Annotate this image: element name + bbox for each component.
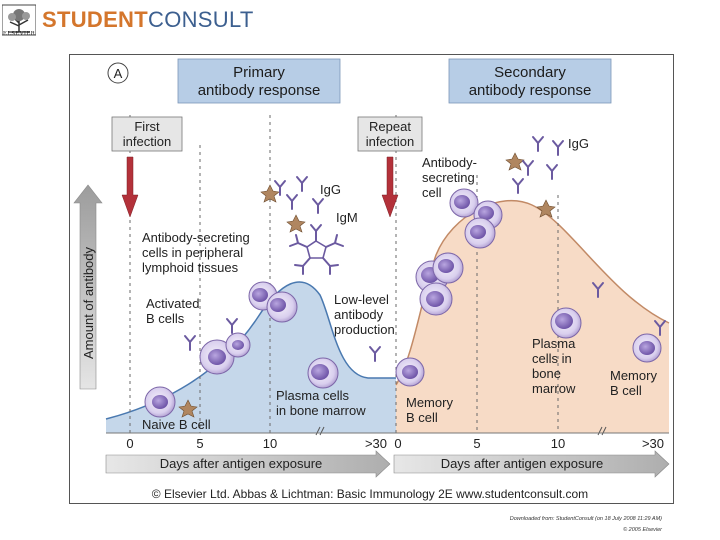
repeat-infection-arrow	[381, 156, 399, 218]
plasma-cell-left	[307, 357, 339, 389]
immunology-figure: Amount of antibody Primary antibody resp…	[69, 54, 674, 504]
label-memory-right-1: Memory	[610, 368, 657, 383]
elsevier-wordmark: ELSEVIER	[2, 31, 36, 37]
primary-response-area	[106, 281, 396, 433]
x-axis-label-right: Days after antigen exposure	[441, 456, 604, 471]
label-plasma-right-1: Plasma	[532, 336, 576, 351]
label-ab-secreting-right-3: cell	[422, 185, 442, 200]
footer-copyright-text: © 2005 Elsevier	[623, 527, 662, 533]
tick-right-5: 5	[473, 436, 480, 451]
primary-title-line2: antibody response	[198, 82, 321, 99]
label-ab-secreting-right-1: Antibody-	[422, 155, 477, 170]
first-infection-line1: First	[134, 119, 160, 134]
label-memory-left-1: Memory	[406, 395, 453, 410]
label-activated-b-line1: Activated	[146, 296, 199, 311]
secondary-title-line1: Secondary	[494, 64, 566, 81]
tick-right-10: 10	[551, 436, 565, 451]
label-ab-secreting-1: Antibody-secreting	[142, 230, 250, 245]
label-low-level-2: antibody	[334, 307, 384, 322]
first-infection-arrow	[121, 156, 139, 218]
naive-b-cell	[144, 386, 176, 418]
first-infection-box	[111, 116, 183, 152]
memory-b-cell-right	[632, 333, 662, 363]
header-bar: ELSEVIER STUDENTCONSULT	[0, 0, 720, 44]
repeat-infection-line2: infection	[366, 134, 414, 149]
label-plasma-right-3: bone	[532, 366, 561, 381]
elsevier-tree-logo	[2, 4, 36, 36]
igg-antibodies	[184, 136, 666, 362]
label-ab-secreting-2: cells in peripheral	[142, 245, 243, 260]
x-axis-arrow-right	[393, 450, 670, 478]
secondary-response-area	[396, 200, 669, 433]
axis-break-marks	[315, 426, 607, 436]
primary-title-box	[177, 58, 341, 104]
x-axis-arrow-left	[105, 450, 391, 478]
brand-consult: CONSULT	[148, 7, 254, 32]
label-memory-left-2: B cell	[406, 410, 438, 425]
y-axis-label: Amount of antibody	[81, 246, 96, 359]
label-memory-right-2: B cell	[610, 383, 642, 398]
panel-label-circle	[107, 62, 129, 84]
label-plasma-right-4: marrow	[532, 381, 576, 396]
x-axis-label-left: Days after antigen exposure	[160, 456, 323, 471]
primary-response-curve	[105, 281, 396, 420]
tick-left-10: 10	[263, 436, 277, 451]
primary-title-line1: Primary	[233, 64, 285, 81]
plasma-cell-right	[550, 307, 582, 339]
brand-student: STUDENT	[42, 7, 148, 32]
figure-copyright: © Elsevier Ltd. Abbas & Lichtman: Basic …	[152, 487, 588, 501]
label-low-level-3: production	[334, 322, 395, 337]
tick-left-5: 5	[196, 436, 203, 451]
student-consult-logo[interactable]: STUDENTCONSULT	[42, 7, 254, 33]
footer-downloaded-text: Downloaded from: StudentConsult (on 18 J…	[509, 516, 662, 522]
tick-right-30: >30	[642, 436, 664, 451]
activated-b-cells	[199, 332, 251, 375]
y-axis-arrow	[73, 184, 103, 390]
label-ab-secreting-right-2: secreting	[422, 170, 475, 185]
label-igg-right: IgG	[568, 136, 589, 151]
label-igm: IgM	[336, 210, 358, 225]
first-infection-line2: infection	[123, 134, 171, 149]
label-plasma-right-2: cells in	[532, 351, 572, 366]
label-low-level-1: Low-level	[334, 292, 389, 307]
label-igg-left: IgG	[320, 182, 341, 197]
label-plasma-left-1: Plasma cells	[276, 388, 349, 403]
igm-pentamer	[289, 224, 344, 275]
antibody-secreting-cells-right	[415, 188, 503, 316]
tick-left-0: 0	[126, 436, 133, 451]
memory-b-cell-left	[395, 357, 425, 387]
panel-label: A	[114, 66, 123, 81]
secondary-title-line2: antibody response	[469, 82, 592, 99]
repeat-infection-line1: Repeat	[369, 119, 411, 134]
tick-left-30: >30	[365, 436, 387, 451]
label-activated-b-line2: B cells	[146, 311, 185, 326]
label-ab-secreting-3: lymphoid tissues	[142, 260, 239, 275]
label-naive-b-cell: Naive B cell	[142, 417, 211, 432]
antibody-secreting-cells-left	[248, 281, 298, 323]
secondary-title-box	[448, 58, 612, 104]
tick-right-0: 0	[394, 436, 401, 451]
label-plasma-left-2: in bone marrow	[276, 403, 366, 418]
repeat-infection-box	[357, 116, 423, 152]
antigen-markers	[178, 152, 556, 418]
